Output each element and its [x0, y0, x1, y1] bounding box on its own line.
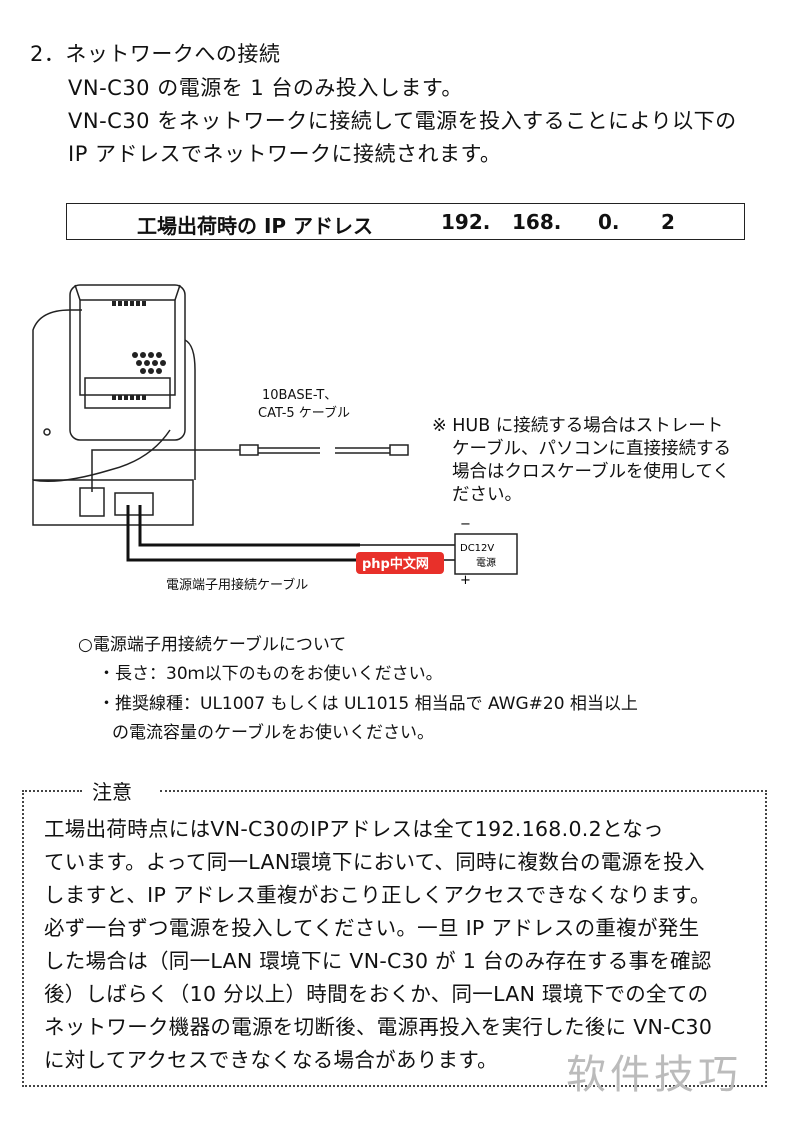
intro-line-1: VN-C30 の電源を 1 台のみ投入します。 — [68, 76, 463, 100]
caution-line: に対してアクセスできなくなる場合があります。 — [44, 1048, 498, 1072]
ip-octet-2: 168. — [512, 210, 562, 234]
lan-cable — [91, 444, 409, 492]
caution-line: ています。よって同一LAN環境下において、同時に複数台の電源を投入 — [44, 850, 705, 874]
cable-label-1: 10BASE-T、 — [262, 388, 338, 403]
camera-vents — [112, 301, 166, 400]
ip-octet-4: 2 — [661, 210, 675, 234]
ip-octet-3: 0. — [598, 210, 620, 234]
plus-sign: + — [460, 573, 471, 588]
caution-line: 後）しばらく（10 分以上）時間をおくか、同一LAN 環境下での全ての — [44, 982, 709, 1006]
hub-note-line-4: ださい。 — [452, 485, 522, 505]
caution-line: しますと、IP アドレス重複がおこり正しくアクセスできなくなります。 — [44, 883, 711, 907]
watermark: 软件技巧 — [566, 1052, 742, 1098]
intro-line-2: VN-C30 をネットワークに接続して電源を投入することにより以下の — [68, 109, 737, 133]
psu-label-1: DC12V — [460, 543, 494, 554]
cable-info-wire-1: ・推奨線種：UL1007 もしくは UL1015 相当品で AWG#20 相当以… — [98, 694, 638, 714]
cable-info-wire-2: の電流容量のケーブルをお使いください。 — [112, 723, 434, 743]
section-heading: 2．ネットワークへの接続 — [30, 42, 281, 66]
hub-note-line-3: 場合はクロスケーブルを使用してく — [452, 462, 730, 482]
caution-line: ネットワーク機器の電源を切断後、電源再投入を実行した後に VN-C30 — [44, 1015, 713, 1039]
hub-note-line-2: ケーブル、パソコンに直接接続する — [452, 439, 731, 459]
php-badge: php中文网 — [362, 556, 429, 572]
caution-line: した場合は（同一LAN 環境下に VN-C30 が 1 台のみ存在する事を確認 — [44, 949, 712, 973]
dc-power-supply — [454, 533, 518, 575]
caution-box — [22, 790, 767, 1087]
ip-address-table: 工場出荷時の IP アドレス 192. 168. 0. 2 — [66, 203, 745, 240]
ip-octet-1: 192. — [441, 210, 491, 234]
power-cable-label: 電源端子用接続ケーブル — [166, 578, 309, 593]
power-cable — [126, 505, 455, 562]
intro-line-3: IP アドレスでネットワークに接続されます。 — [68, 142, 502, 166]
psu-label-2: 電源 — [476, 556, 496, 569]
php-badge-bg — [356, 552, 444, 574]
cable-info-heading: ○電源端子用接続ケーブルについて — [78, 635, 347, 655]
camera-illustration — [32, 284, 196, 526]
caution-line: 必ず一台ずつ電源を投入してください。一旦 IP アドレスの重複が発生 — [44, 916, 700, 940]
ip-label: 工場出荷時の IP アドレス — [137, 214, 374, 238]
hub-note-line-1: ※ HUB に接続する場合はストレート — [432, 416, 724, 436]
caution-border-left — [22, 790, 82, 792]
caution-line: 工場出荷時点にはVN-C30のIPアドレスは全て192.168.0.2となっ — [44, 817, 664, 841]
connection-diagram: DC12V 電源 − + php中文网 — [32, 284, 518, 588]
hub-note: ※ HUB に接続する場合はストレート ケーブル、パソコンに直接接続する 場合は… — [432, 415, 731, 507]
caution-title: 注意 — [92, 780, 132, 804]
minus-sign: − — [460, 517, 471, 532]
caution-border-right — [160, 790, 767, 792]
cable-label-2: CAT-5 ケーブル — [258, 406, 351, 421]
cable-info-length: ・長さ：30ｍ以下のものをお使いください。 — [98, 664, 443, 684]
